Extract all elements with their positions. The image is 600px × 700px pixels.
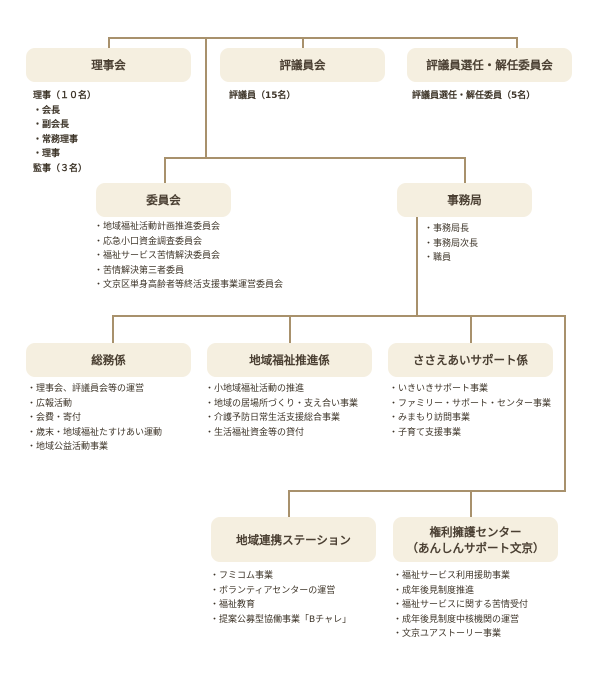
node-title: 評議員会 (279, 58, 326, 72)
detail-item: ・会長 (33, 105, 61, 116)
node-title: 地域連携ステーション (236, 532, 351, 547)
node-hyogiinkai: 評議員会 (220, 48, 385, 82)
node-somu-details: ・理事会、評議員会等の運営 ・広報活動 ・会費・寄付 ・歳末・地域福祉たすけあい… (27, 382, 162, 455)
detail-item: ・会費・寄付 (27, 413, 82, 423)
node-chiiki-fukushi: 地域福祉推進係 (207, 343, 372, 377)
node-jimukyoku-details: ・事務局長 ・事務局次長 ・職員 (424, 222, 478, 266)
connector-drop-somu (112, 315, 114, 343)
connector-drop-senin (516, 37, 518, 48)
detail-item: ・副会長 (33, 120, 70, 130)
detail-item: ・職員 (424, 253, 452, 263)
node-kenri-yogo: 権利擁護センター （あんしんサポート文京） (393, 517, 558, 562)
detail-item: ・成年後見制度中核機関の運営 (393, 614, 520, 625)
detail-item: ・事務局長 (424, 224, 470, 234)
node-rijikai: 理事会 (26, 48, 191, 82)
node-chiiki-fukushi-details: ・小地域福祉活動の推進 ・地域の居場所づくり・支え合い事業 ・介護予防日常生活支… (205, 382, 358, 440)
connector-drop-jimukyoku (464, 157, 466, 183)
detail-item: ・フミコム事業 (210, 571, 274, 581)
detail-item: ・応急小口資金調査委員会 (94, 236, 203, 247)
node-chiiki-renkei-details: ・フミコム事業 ・ボランティアセンターの運営 ・福祉教育 ・提案公募型協働事業「… (210, 569, 351, 627)
connector-main-trunk (205, 37, 207, 158)
connector-bottom-bar (288, 490, 566, 492)
detail-item: ・提案公募型協働事業「Bチャレ」 (210, 614, 352, 625)
detail-item: ・みまもり訪問事業 (389, 413, 471, 423)
node-title: 理事会 (91, 58, 126, 72)
node-title: 評議員選任・解任委員会 (426, 58, 553, 72)
connector-right-trunk (564, 315, 566, 492)
detail-item: ・福祉サービス苦情解決委員会 (94, 251, 221, 261)
detail-item: ・介護予防日常生活支援総合事業 (205, 413, 341, 423)
detail-item: ・福祉サービスに関する苦情受付 (393, 600, 529, 610)
node-senin-kainin-iinkai: 評議員選任・解任委員会 (407, 48, 572, 82)
connector-middle-bar (164, 157, 466, 159)
connector-drop-hyogiinkai (302, 37, 304, 48)
detail-item: ・地域福祉活動計画推進委員会 (94, 222, 221, 232)
detail-item: ・子育て支援事業 (389, 427, 462, 438)
node-hyogiinkai-details: 評議員（15名） (229, 89, 296, 104)
detail-item: ・福祉サービス利用援助事業 (393, 571, 511, 581)
detail-item: ・事務局次長 (424, 238, 479, 249)
detail-item: 評議員（15名） (229, 91, 296, 101)
node-rijikai-details: 理事（１０名） ・会長 ・副会長 ・常務理事 ・理事 監事（３名） (33, 89, 96, 176)
node-title: 地域福祉推進係 (249, 353, 330, 367)
node-senin-kainin-details: 評議員選任・解任委員（5名） (412, 89, 535, 104)
connector-drop-rijikai (108, 37, 110, 48)
detail-item: ・福祉教育 (210, 600, 256, 610)
node-somu: 総務係 (26, 343, 191, 377)
detail-item: ・地域の居場所づくり・支え合い事業 (205, 398, 359, 409)
connector-drop-renkei (288, 490, 290, 517)
node-title: 委員会 (146, 193, 181, 207)
detail-item: ・歳末・地域福祉たすけあい運動 (27, 427, 163, 438)
detail-item: ・いきいきサポート事業 (389, 384, 489, 394)
node-title: 事務局 (447, 193, 482, 207)
node-sasaeai-details: ・いきいきサポート事業 ・ファミリー・サポート・センター事業 ・みまもり訪問事業… (389, 382, 551, 440)
node-title-line2: （あんしんサポート文京） (406, 540, 545, 555)
detail-item: 理事（１０名） (33, 91, 97, 101)
connector-top-bar (108, 37, 518, 39)
detail-item: ・広報活動 (27, 398, 73, 409)
node-chiiki-renkei: 地域連携ステーション (211, 517, 376, 562)
detail-item: ・文京区単身高齢者等終活支援事業運営委員会 (94, 280, 284, 290)
connector-drop-kenri (470, 490, 472, 517)
connector-drop-iinkai (164, 157, 166, 183)
detail-item: ・理事 (33, 149, 61, 159)
detail-item: ・理事会、評議員会等の運営 (27, 384, 145, 394)
detail-item: 監事（３名） (33, 163, 88, 174)
node-sasaeai: ささえあいサポート係 (388, 343, 553, 377)
node-title: 総務係 (91, 353, 126, 367)
node-jimukyoku: 事務局 (397, 183, 532, 217)
detail-item: ・文京ユアストーリー事業 (393, 629, 502, 639)
detail-item: ・生活福祉資金等の貸付 (205, 427, 305, 438)
node-iinkai-details: ・地域福祉活動計画推進委員会 ・応急小口資金調査委員会 ・福祉サービス苦情解決委… (94, 220, 283, 293)
node-title: ささえあいサポート係 (413, 353, 528, 367)
node-kenri-yogo-details: ・福祉サービス利用援助事業 ・成年後見制度推進 ・福祉サービスに関する苦情受付 … (393, 569, 528, 642)
detail-item: ・ファミリー・サポート・センター事業 (389, 398, 552, 409)
node-title-line1: 権利擁護センター (429, 524, 522, 539)
detail-item: ・地域公益活動事業 (27, 442, 109, 452)
detail-item: ・ボランティアセンターの運営 (210, 585, 336, 596)
connector-section-bar (112, 315, 566, 317)
connector-drop-sasaeai (470, 315, 472, 343)
detail-item: ・常務理事 (33, 134, 79, 145)
node-iinkai: 委員会 (96, 183, 231, 217)
connector-drop-chiiki (289, 315, 291, 343)
detail-item: ・小地域福祉活動の推進 (205, 384, 305, 394)
detail-item: ・苦情解決第三者委員 (94, 265, 185, 276)
detail-item: 評議員選任・解任委員（5名） (412, 91, 536, 101)
connector-jimukyoku-trunk (416, 217, 418, 317)
detail-item: ・成年後見制度推進 (393, 585, 475, 596)
